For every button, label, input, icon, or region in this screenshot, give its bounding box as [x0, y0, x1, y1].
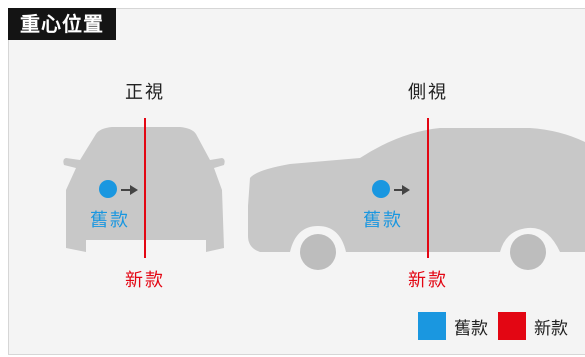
side-car-silhouette — [248, 128, 585, 270]
legend-swatch-new — [498, 312, 526, 340]
legend-label-new: 新款 — [534, 318, 568, 339]
legend-item-new: 新款 — [498, 312, 568, 340]
legend: 舊款 新款 — [418, 312, 578, 340]
side-shift-arrow-icon — [394, 185, 410, 195]
side-old-label: 舊款 — [363, 210, 403, 231]
front-view-label: 正視 — [125, 82, 165, 103]
legend-swatch-old — [418, 312, 446, 340]
front-new-label: 新款 — [125, 270, 165, 291]
side-new-label: 新款 — [408, 270, 448, 291]
diagram-title: 重心位置 — [8, 8, 116, 40]
side-old-cog-dot — [372, 180, 390, 198]
front-old-label: 舊款 — [90, 210, 130, 231]
front-old-cog-dot — [99, 180, 117, 198]
legend-label-old: 舊款 — [454, 318, 488, 339]
front-shift-arrow-icon — [121, 185, 138, 195]
legend-item-old: 舊款 — [418, 312, 488, 340]
side-view-label: 側視 — [408, 82, 448, 103]
